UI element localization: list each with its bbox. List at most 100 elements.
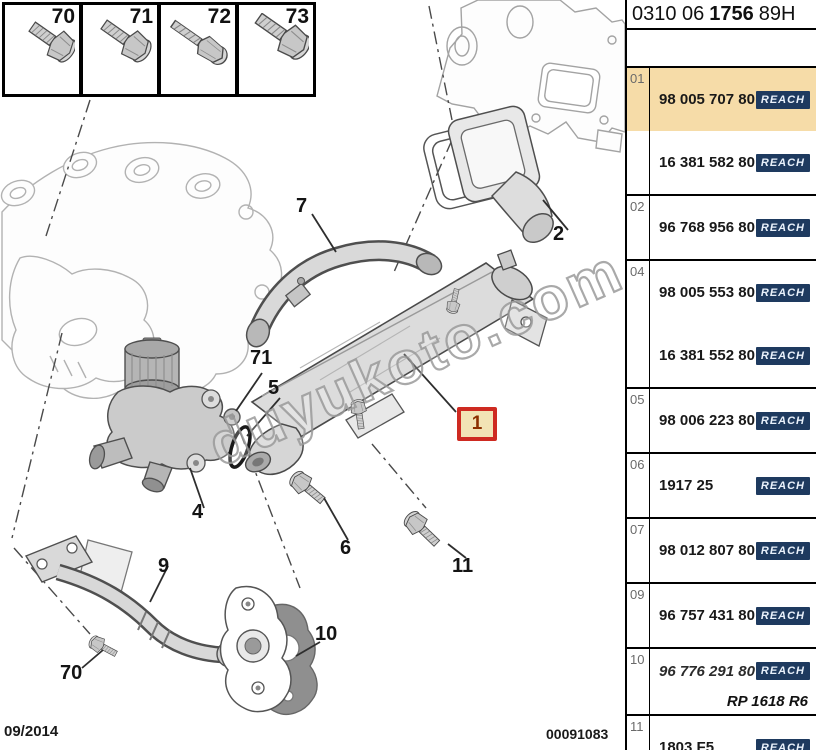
bolt-6-part — [285, 467, 330, 509]
callout-9: 9 — [158, 555, 170, 577]
hardware-box-label: 73 — [285, 5, 309, 28]
reach-badge[interactable]: REACH — [755, 411, 810, 430]
washer-hole — [229, 414, 235, 420]
group-ref-number: 02 — [627, 196, 650, 259]
reach-badge[interactable]: REACH — [755, 218, 810, 237]
reach-badge[interactable]: REACH — [755, 476, 810, 495]
hardware-box-label: 72 — [207, 5, 231, 28]
part-number: 98 012 807 80 — [659, 542, 755, 559]
reach-badge[interactable]: REACH — [755, 283, 810, 302]
part-number: 16 381 552 80 — [659, 347, 755, 364]
bolt-washer-icon — [249, 13, 309, 65]
part-number: 1803 F5 — [659, 739, 715, 750]
group-ref-number: 07 — [627, 519, 650, 582]
exploded-diagram: 70 71 72 73 7 2 71 5 1 4 6 11 9 10 70 du… — [0, 0, 634, 742]
callout-10: 10 — [315, 623, 338, 645]
reach-badge[interactable]: REACH — [755, 346, 810, 365]
reach-badge[interactable]: REACH — [755, 662, 810, 680]
flange-gasket-part — [219, 585, 318, 716]
egr-cooler-part — [244, 249, 548, 476]
document-number: 00091083 — [546, 726, 609, 742]
part-number: 96 768 956 80 — [659, 219, 755, 236]
callout-1-selected[interactable]: 1 — [457, 407, 497, 441]
hardware-box-label: 70 — [51, 5, 75, 28]
part-number: 96 776 291 80 — [659, 662, 755, 680]
callout-70: 70 — [60, 662, 83, 684]
group-ref-number: 11 — [627, 716, 650, 750]
reach-badge[interactable]: REACH — [755, 90, 810, 109]
part-number: 98 005 553 80 — [659, 284, 755, 301]
engine-outline — [436, 0, 625, 153]
callout-7: 7 — [296, 195, 308, 217]
group-ref-number: 06 — [627, 454, 650, 517]
hardware-box-71: 71 — [80, 2, 160, 97]
part-number: 16 381 582 80 — [659, 154, 755, 171]
reach-badge[interactable]: REACH — [755, 738, 810, 750]
o-ring-part — [228, 425, 252, 469]
publication-date: 09/2014 — [4, 723, 59, 740]
catalog-code-prefix: 0310 06 — [632, 2, 705, 25]
egr-valve-part — [88, 337, 236, 493]
reach-badge[interactable]: REACH — [755, 541, 810, 560]
bolt-flanged-icon — [23, 14, 75, 68]
part-note: RP 1618 R6 — [726, 693, 808, 710]
bolt-70-part — [86, 633, 120, 661]
group-ref-number: 01 — [627, 68, 650, 194]
reach-badge[interactable]: REACH — [755, 153, 810, 172]
callout-71: 71 — [250, 347, 273, 369]
part-number: 96 757 431 80 — [659, 607, 755, 624]
hardware-box-73: 73 — [236, 2, 316, 97]
manifold-outline — [0, 141, 283, 401]
bolt-11-part — [400, 507, 445, 552]
group-ref-number: 09 — [627, 584, 650, 647]
callout-5: 5 — [268, 377, 280, 399]
hardware-box-70: 70 — [2, 2, 82, 97]
catalog-code-figure: 1756 — [709, 2, 754, 25]
callout-6: 6 — [340, 537, 352, 559]
reach-badge[interactable]: REACH — [755, 606, 810, 625]
bolt-thin-icon — [166, 14, 231, 70]
hardware-box-72: 72 — [158, 2, 238, 97]
egr-pipe-part — [245, 240, 443, 348]
inlet-duct-part — [423, 105, 554, 244]
callout-4: 4 — [192, 501, 204, 523]
callout-11: 11 — [452, 555, 474, 577]
part-row[interactable]: 1803 F5 REACH — [651, 716, 816, 750]
bolt-hex-icon — [95, 13, 153, 68]
catalog-code: 0310 06 1756 89H — [627, 0, 816, 30]
parts-diagram-art — [0, 0, 625, 716]
part-number: 98 006 223 80 — [659, 412, 755, 429]
catalog-code-suffix: 89H — [758, 2, 796, 25]
parts-group-11: 11 1803 F5 REACH — [627, 714, 816, 750]
group-parts-cell: 1803 F5 REACH — [651, 716, 816, 750]
